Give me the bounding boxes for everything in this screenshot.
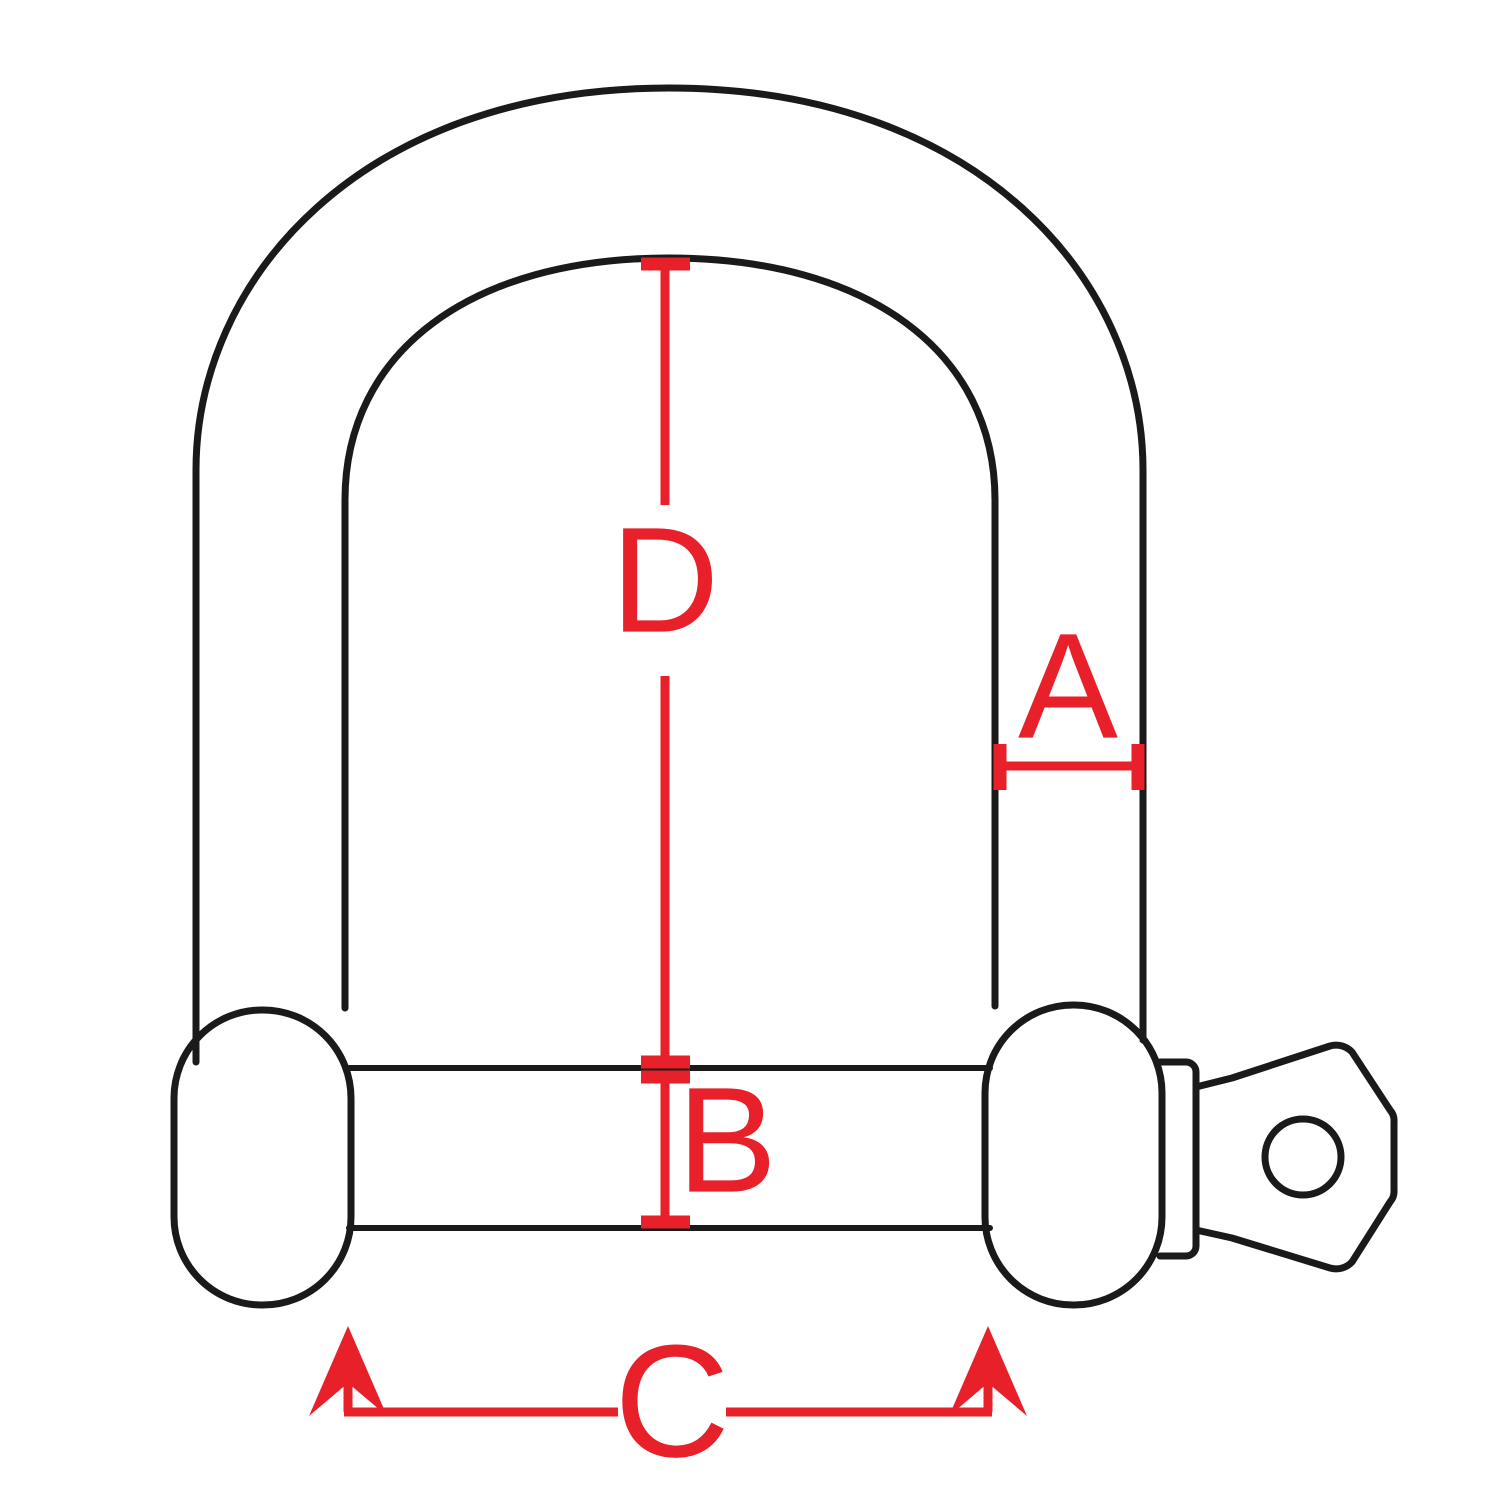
- dimension-b: B: [641, 1056, 777, 1229]
- pin-head: [1192, 1041, 1398, 1273]
- bow-outer-profile: [192, 84, 1147, 1066]
- pin-collar: [1156, 1058, 1200, 1260]
- dimension-d: D: [611, 257, 719, 1069]
- right-eye: [981, 1001, 1166, 1309]
- dimension-c-right-arrow-icon: [949, 1326, 1027, 1416]
- dimension-d-label: D: [611, 496, 719, 664]
- dimension-a: A: [993, 602, 1145, 790]
- dimension-c-label: C: [614, 1311, 730, 1490]
- dimension-c: C: [309, 1311, 1027, 1490]
- pin-head-hole: [1261, 1115, 1345, 1199]
- dimension-a-label: A: [1018, 602, 1118, 770]
- left-eye: [170, 1006, 355, 1309]
- dimension-c-left-arrow-icon: [309, 1326, 387, 1416]
- dimension-b-label: B: [677, 1056, 777, 1224]
